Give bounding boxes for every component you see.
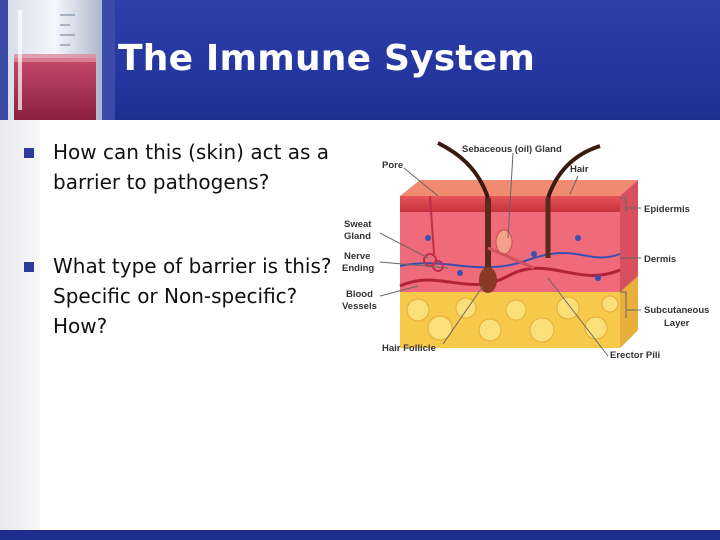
label-hair-follicle: Hair Follicle [382, 343, 436, 354]
label-sweat-gland-line2: Gland [344, 231, 371, 242]
bullet-marker [24, 262, 34, 272]
label-nerve-ending-line2: Ending [342, 263, 374, 274]
label-sebaceous-gland: Sebaceous (oil) Gland [462, 144, 562, 155]
label-subcutaneous-line1: Subcutaneous [644, 305, 709, 316]
label-hair: Hair [570, 164, 589, 175]
label-sweat-gland-line1: Sweat [344, 219, 372, 230]
label-dermis: Dermis [644, 254, 676, 265]
flask-icon [0, 0, 115, 120]
left-margin-shade [0, 120, 40, 530]
skin-block [399, 141, 638, 348]
label-blood-vessels-line2: Vessels [342, 301, 377, 312]
slide-header: The Immune System [0, 0, 720, 120]
label-nerve-ending-line1: Nerve [344, 251, 370, 262]
label-subcutaneous-line2: Layer [664, 318, 690, 329]
label-blood-vessels-line1: Blood [346, 289, 373, 300]
slide-title: The Immune System [118, 38, 536, 79]
label-pore: Pore [382, 160, 403, 171]
slide-footer-bar [0, 530, 720, 540]
label-epidermis: Epidermis [644, 204, 690, 215]
bullet-marker [24, 148, 34, 158]
bullet-text-1: How can this (skin) act as a barrier to … [53, 140, 330, 194]
bullet-text-2: What type of barrier is this? Specific o… [53, 254, 332, 338]
skin-cross-section-diagram: Sebaceous (oil) Gland Pore Hair Sweat Gl… [342, 141, 709, 361]
label-erector-pili: Erector Pili [610, 350, 660, 361]
